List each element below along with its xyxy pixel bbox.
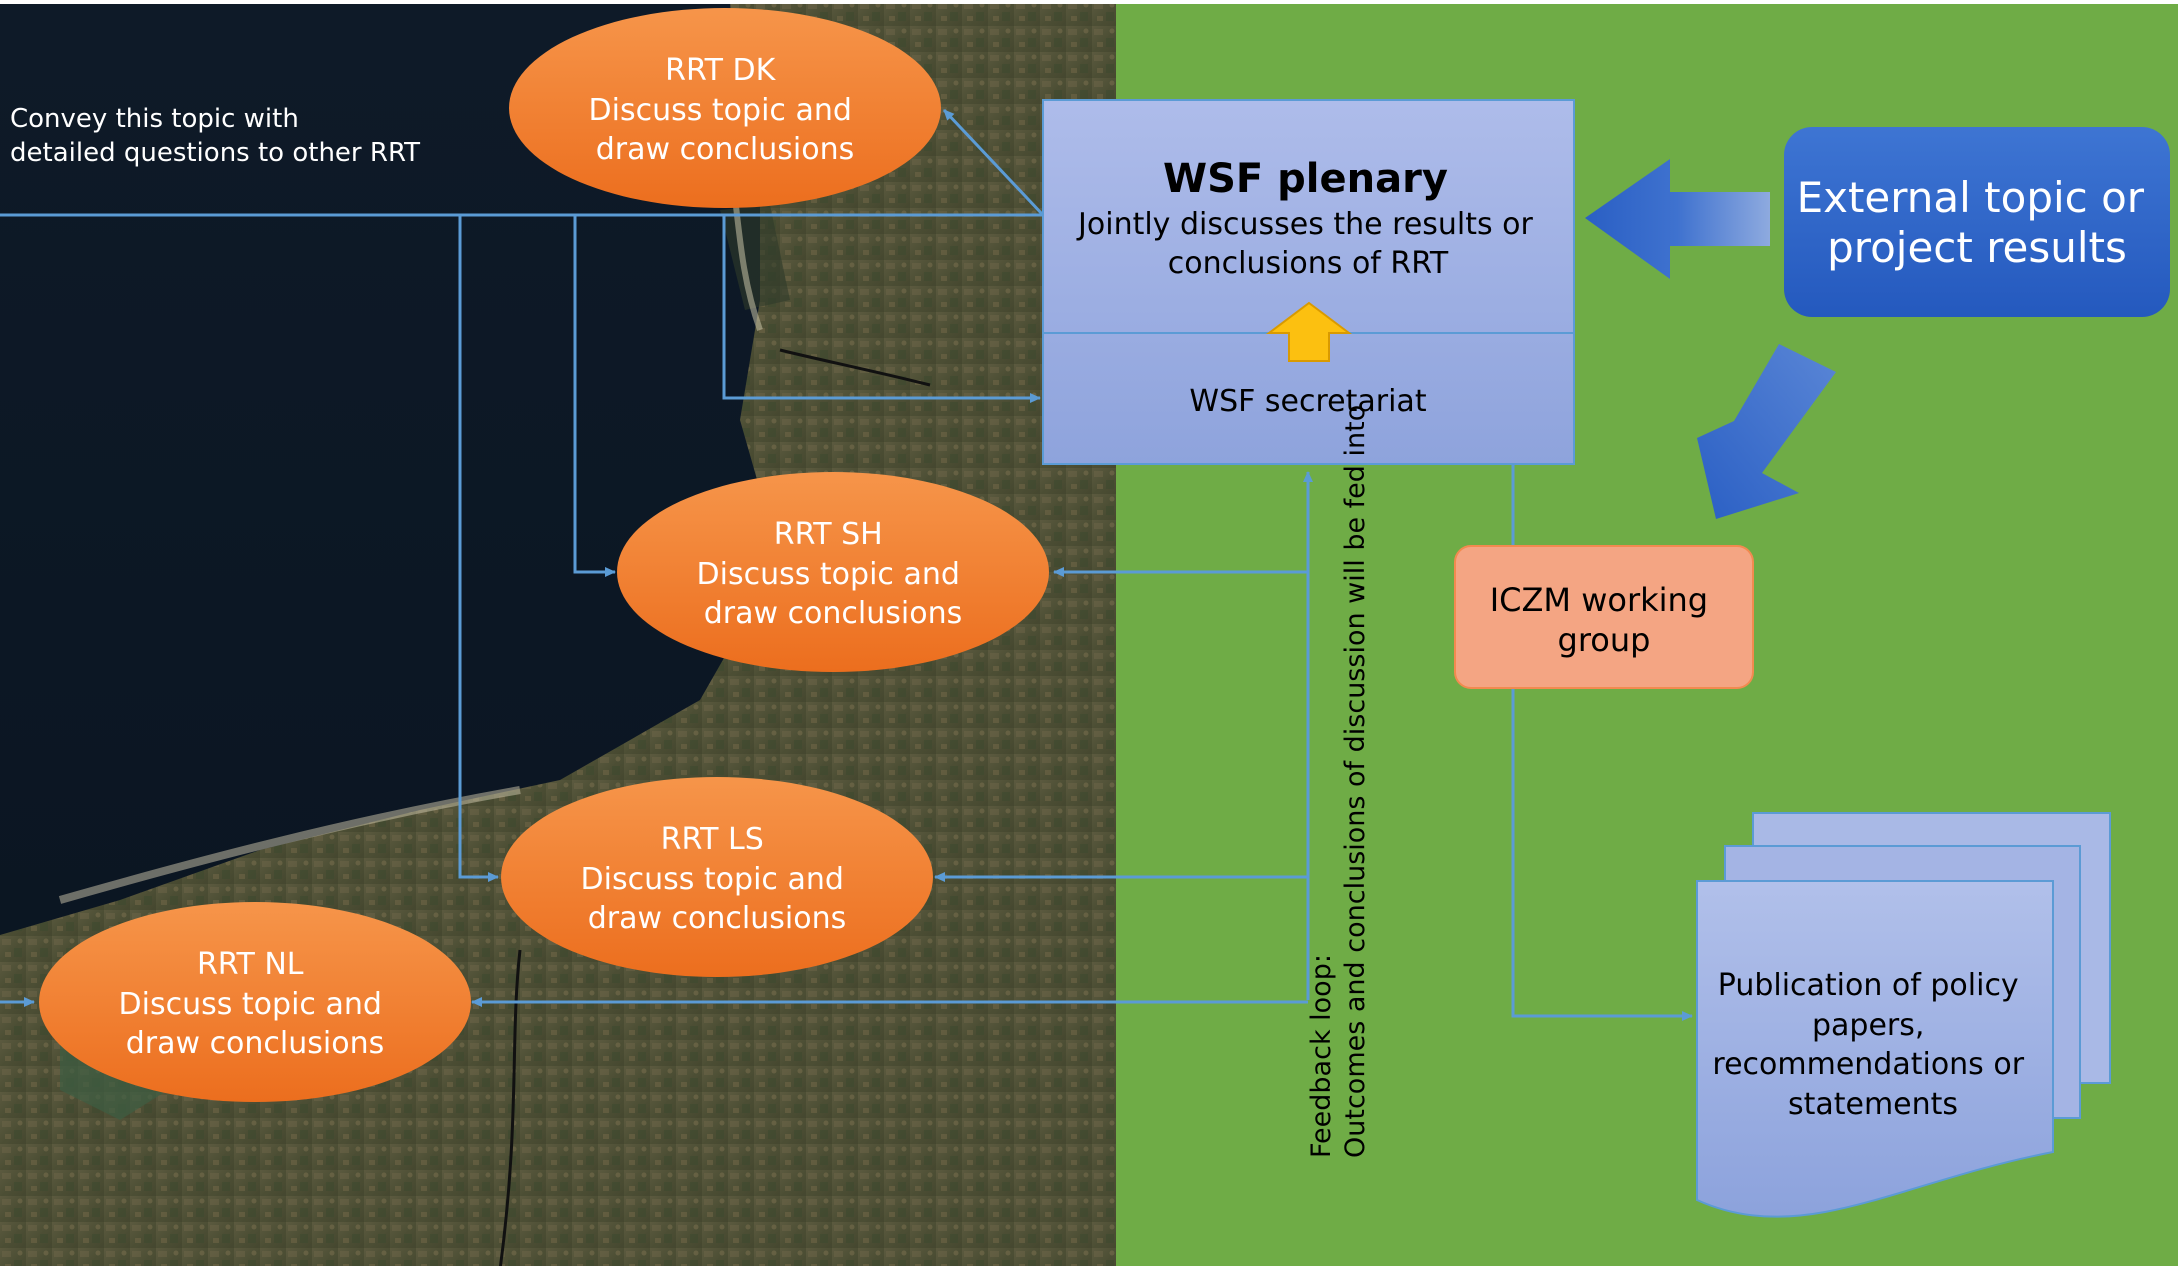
svg-text:WSF plenary Jointly disc: WSF plenary Jointly discusses the result… [1076,156,1538,281]
iczm-line2: group [1558,621,1651,659]
rrt-sh-node[interactable]: RRT SH Discuss topic and draw conclusion… [617,472,1049,672]
iczm-line1: ICZM working [1490,581,1708,619]
svg-text:RRT SH Discuss topic and: RRT SH Discuss topic and draw conclusion… [697,517,970,631]
rrt-nl-line1: Discuss topic and [119,987,382,1022]
publication-documents[interactable]: Publication of policy papers, recommenda… [1696,812,2111,1218]
svg-text:Feedback loop: Outcomes: Feedback loop: Outcomes and conclusions … [1306,405,1371,1158]
wsf-plenary-line1: Jointly discusses the results or [1076,207,1534,242]
publication-line3: recommendations or [1712,1047,2024,1082]
svg-text:RRT LS Discuss topic and: RRT LS Discuss topic and draw conclusion… [581,822,854,936]
connector-lines [0,108,1693,1021]
feedback-loop-text: Feedback loop: Outcomes and conclusions … [1306,405,1371,1158]
svg-text:ICZM working group: ICZM working group [1490,581,1719,659]
wsf-plenary-line2: conclusions of RRT [1168,246,1449,281]
publication-line4: statements [1788,1087,1958,1122]
rrt-ls-line2: draw conclusions [588,901,847,936]
rrt-sh-title: RRT SH [774,517,883,552]
external-line1: External topic or [1797,173,2145,222]
publication-line2: papers, [1812,1008,1924,1043]
svg-text:RRT NL Discuss topic and: RRT NL Discuss topic and draw conclusion… [119,947,392,1061]
rrt-nl-title: RRT NL [197,947,304,982]
rrt-nl-node[interactable]: RRT NL Discuss topic and draw conclusion… [39,902,471,1102]
arrow-left-icon [1585,159,1770,279]
yellow-up-arrow-icon [1266,301,1352,362]
rrt-dk-line1: Discuss topic and [589,93,852,128]
rrt-ls-node[interactable]: RRT LS Discuss topic and draw conclusion… [501,777,933,977]
rrt-ls-title: RRT LS [661,822,764,857]
iczm-working-group-box[interactable]: ICZM working group [1454,545,1754,689]
wsf-secretariat-label: WSF secretariat [1189,384,1426,419]
rrt-dk-title: RRT DK [665,53,776,88]
external-line2: project results [1827,223,2127,272]
rrt-ls-line1: Discuss topic and [581,862,844,897]
rrt-dk-node[interactable]: RRT DK Discuss topic and draw conclusion… [509,8,941,208]
wsf-plenary-title: WSF plenary [1163,156,1448,202]
svg-text:Publication of policy pa: Publication of policy papers, recommenda… [1712,968,2033,1122]
arrow-down-left-icon [1697,344,1836,519]
rrt-dk-line2: draw conclusions [596,132,855,167]
rrt-sh-line2: draw conclusions [704,596,963,631]
svg-text:External topic or projec: External topic or project results [1797,173,2158,272]
wsf-box[interactable]: WSF plenary Jointly discusses the result… [1042,99,1575,465]
svg-text:RRT DK Discuss topic and: RRT DK Discuss topic and draw conclusion… [589,53,862,167]
external-topic-box[interactable]: External topic or project results [1784,127,2170,317]
rrt-nl-line2: draw conclusions [126,1026,385,1061]
publication-line1: Publication of policy [1718,968,2019,1003]
rrt-sh-line1: Discuss topic and [697,557,960,592]
convey-topic-text: Convey this topic with detailed question… [10,104,420,168]
